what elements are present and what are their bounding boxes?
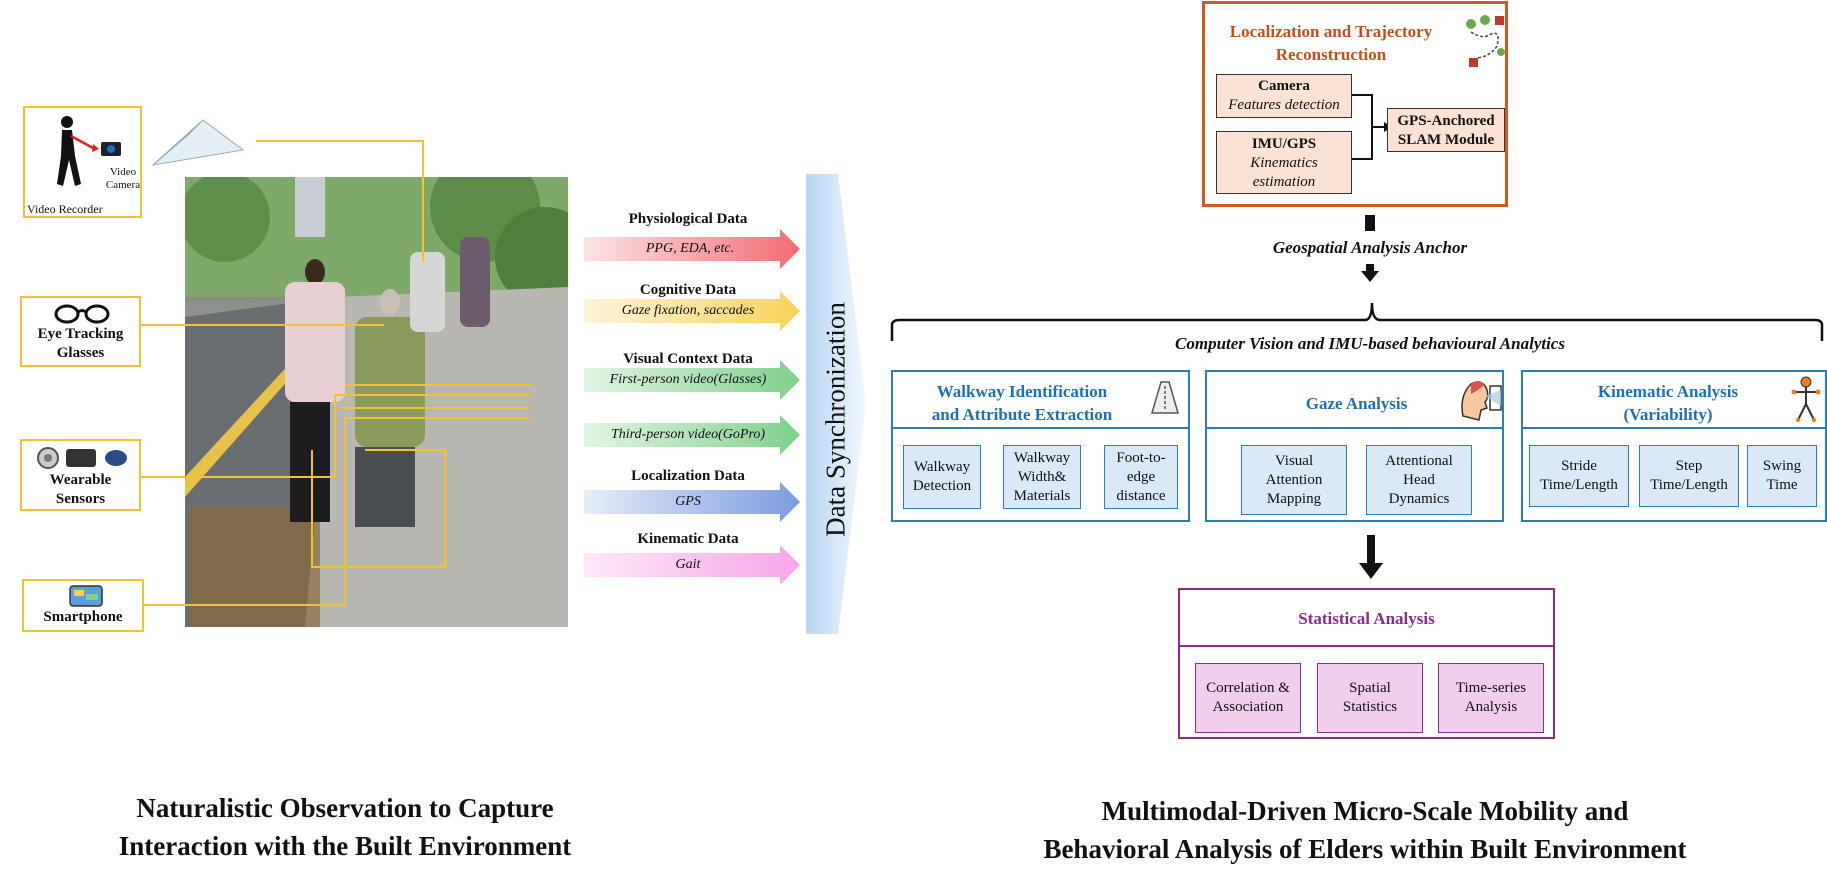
slam-module-box: GPS-Anchored SLAM Module [1387, 108, 1505, 152]
left-caption-line1: Naturalistic Observation to Capture [136, 793, 554, 823]
stream-arrow-physiological [584, 229, 800, 269]
walkway-box: Walkway Identification and Attribute Ext… [891, 370, 1190, 522]
analytics-brace [890, 302, 1824, 341]
data-sync-arrow [806, 174, 866, 634]
gaze-title: Gaze Analysis [1305, 394, 1408, 413]
stream-title-localization: Localization Data [631, 468, 745, 484]
trajectory-map-icon [1466, 15, 1505, 67]
field-photo [185, 177, 568, 627]
statistical-title: Statistical Analysis [1298, 609, 1435, 628]
stream-arrow-visual-third [584, 415, 800, 455]
stream-title-visual: Visual Context Data [623, 351, 753, 367]
stream-arrow-visual-first [584, 360, 800, 400]
cv-imu-label: Computer Vision and IMU-based behavioura… [1175, 334, 1565, 353]
stream-title-cognitive: Cognitive Data [639, 282, 737, 298]
wearable-sensors-label: Wearable Sensors [49, 472, 112, 507]
walkway-title: Walkway Identification and Attribute Ext… [931, 382, 1113, 424]
walking-person-icon [57, 116, 121, 186]
to-statistics-arrow [1359, 535, 1383, 579]
walkway-icon [1151, 381, 1179, 414]
stream-title-physiological: Physiological Data [628, 211, 748, 227]
eye-tracking-glasses-box: Eye Tracking Glasses [20, 296, 141, 367]
merge-connector [1352, 94, 1392, 160]
stream-sub-visual-third: Third-person video(GoPro) [610, 427, 766, 442]
stream-sub-cognitive: Gaze fixation, saccades [621, 303, 755, 318]
camera-box: Camera Features detection [1216, 74, 1352, 118]
statistical-box: Statistical Analysis Correlation &Associ… [1178, 588, 1555, 739]
imu-gps-box: IMU/GPS Kinematics estimation [1216, 131, 1352, 194]
right-caption-line1: Multimodal-Driven Micro-Scale Mobility a… [1101, 796, 1629, 826]
localization-title: Localization and Trajectory Reconstructi… [1229, 22, 1433, 64]
right-caption-line2: Behavioral Analysis of Elders within Bui… [1043, 834, 1687, 864]
left-caption-line2: Interaction with the Built Environment [118, 831, 572, 861]
geospatial-anchor-label: Geospatial Analysis Anchor [1272, 238, 1468, 257]
stream-sub-visual-first: First-person video(Glasses) [609, 372, 767, 387]
stream-arrow-cognitive [584, 291, 800, 331]
kinematic-title: Kinematic Analysis (Variability) [1597, 382, 1739, 424]
wearable-sensors-box: Wearable Sensors [20, 439, 141, 511]
data-stream-arrows [584, 229, 800, 585]
video-recorder-label: Video Recorder [27, 202, 103, 216]
eye-tracking-label: Eye Tracking Glasses [37, 326, 124, 361]
left-caption: Naturalistic Observation to Capture Inte… [30, 789, 660, 865]
stream-sub-physiological: PPG, EDA, etc. [645, 241, 735, 256]
stream-arrow-kinematic [584, 545, 800, 585]
glasses-icon [54, 304, 110, 324]
data-sync-label: Data Synchronization [820, 302, 851, 537]
video-recorder-box: Video Camera Video Recorder [23, 106, 142, 218]
stream-arrow-localization [584, 482, 800, 522]
smartphone-box: Smartphone [22, 579, 144, 632]
stream-sub-kinematic: Gait [675, 557, 701, 572]
head-gaze-icon [1461, 381, 1502, 421]
right-caption: Multimodal-Driven Micro-Scale Mobility a… [950, 792, 1780, 868]
correlation-cell: Correlation &Association [1195, 663, 1301, 733]
smartphone-icon [69, 585, 103, 607]
anchor-connector [1361, 215, 1379, 282]
camera-view-frustum [151, 119, 245, 166]
video-camera-label: Video Camera [105, 166, 141, 191]
stream-title-kinematic: Kinematic Data [637, 531, 739, 547]
skeleton-figure-icon [1791, 376, 1821, 422]
smartphone-label: Smartphone [43, 609, 123, 625]
sensor-devices-icon [37, 447, 127, 469]
localization-box: Localization and Trajectory Reconstructi… [1202, 1, 1508, 207]
stream-sub-localization: GPS [675, 494, 701, 509]
